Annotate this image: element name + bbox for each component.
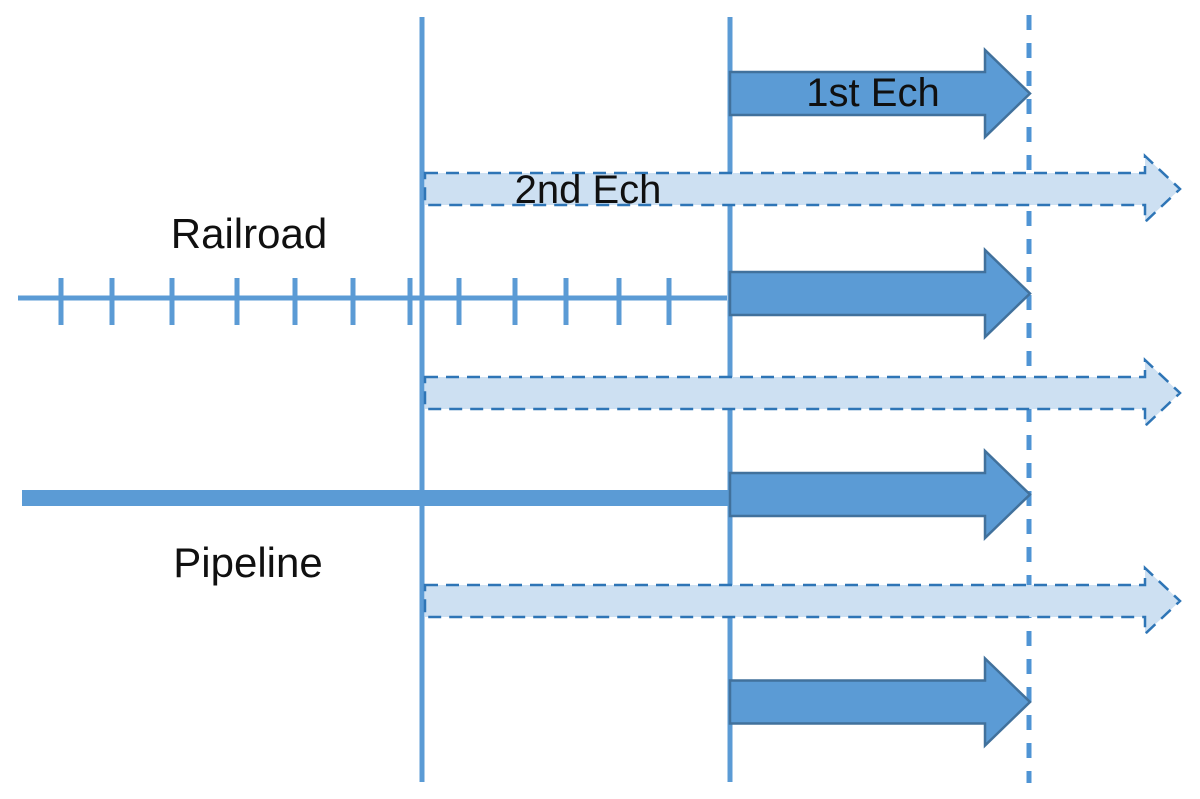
first-echelon-arrow-row4 — [728, 655, 1032, 749]
railroad-track — [18, 278, 727, 325]
first-echelon-arrow-row1 — [728, 47, 1032, 140]
second-echelon-arrow-row1 — [423, 153, 1182, 225]
label-second-echelon: 2nd Ech — [515, 168, 662, 212]
first-echelon-arrow-pipeline — [728, 448, 1032, 541]
railroad-track-ties — [58, 278, 672, 325]
label-railroad: Railroad — [171, 210, 327, 257]
second-echelon-arrow-row3 — [423, 565, 1182, 637]
second-echelon-arrow-row2 — [423, 357, 1182, 429]
first-echelon-arrow-railroad — [728, 247, 1032, 340]
label-first-echelon: 1st Ech — [806, 71, 939, 115]
label-pipeline: Pipeline — [173, 539, 322, 586]
